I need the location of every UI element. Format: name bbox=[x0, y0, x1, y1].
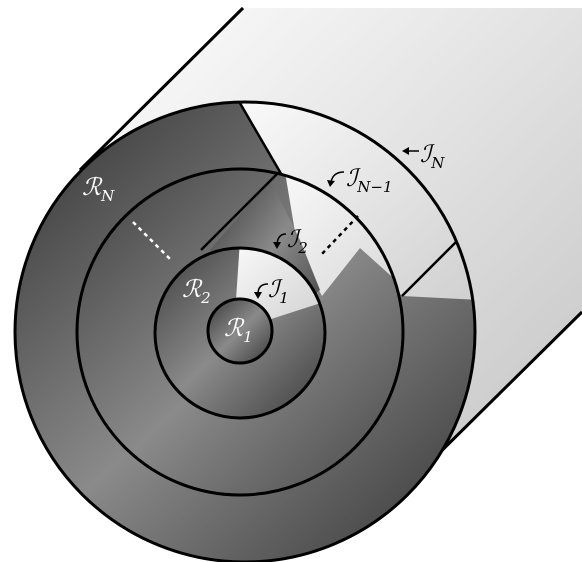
label-r1: ℛ1 bbox=[224, 314, 253, 346]
region-r1-core bbox=[206, 297, 274, 365]
interface-2-circle bbox=[153, 246, 327, 420]
dotted-line-right bbox=[319, 215, 359, 257]
label-r2: ℛ2 bbox=[182, 275, 211, 307]
dotted-line-left bbox=[132, 221, 171, 260]
label-in-minus-1: ℐN−1 bbox=[346, 164, 393, 196]
interface-n-circle bbox=[13, 100, 477, 562]
arrow-in1-icon bbox=[330, 171, 345, 183]
label-in: ℐN bbox=[420, 140, 445, 172]
label-rn: ℛN bbox=[82, 173, 115, 205]
label-i1: ℐ1 bbox=[268, 275, 289, 307]
interface-n-minus-1-circle bbox=[75, 167, 405, 497]
label-i2: ℐ2 bbox=[287, 225, 308, 257]
cylinder-top-edge bbox=[78, 6, 245, 172]
